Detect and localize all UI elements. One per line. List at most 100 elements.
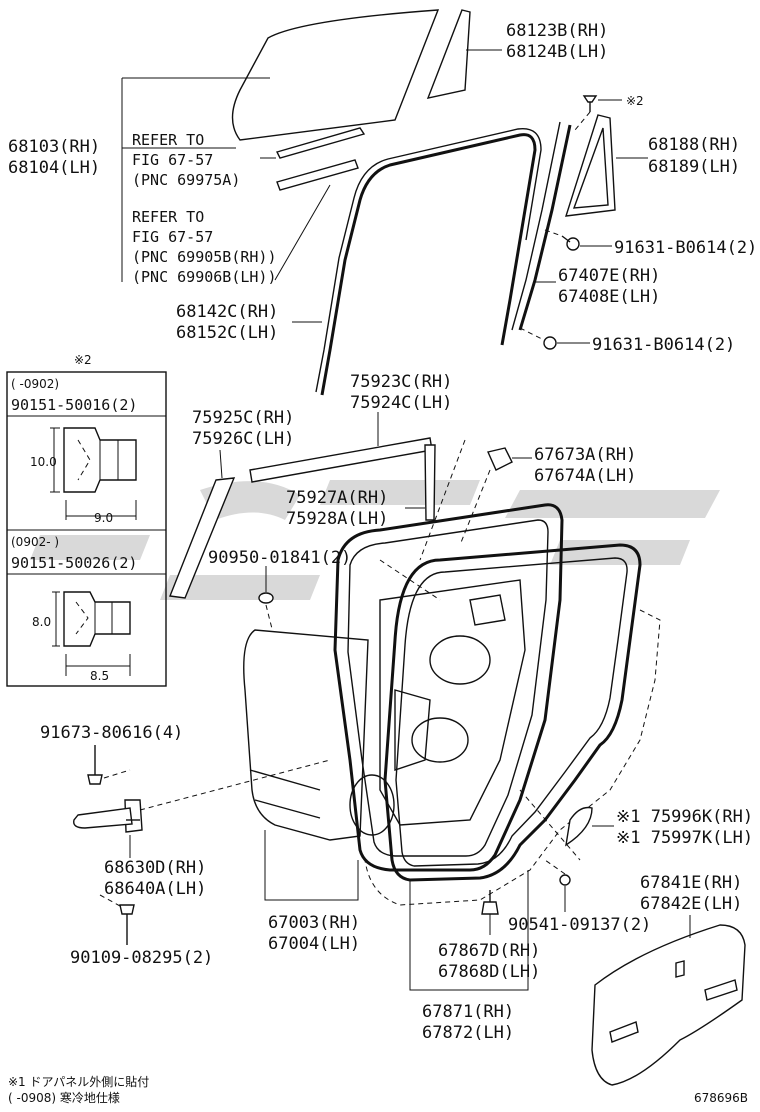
refer1-line3: (PNC 69975A) — [132, 171, 240, 189]
glass-channel-upper — [275, 127, 366, 159]
inset-dim2-h: 8.0 — [32, 615, 51, 629]
label-68104: 68104(LH) — [8, 158, 100, 178]
bolt-icon-91631-lower — [519, 327, 590, 350]
label-91673: 91673-80616(4) — [40, 723, 183, 743]
label-75996: ※1 75996K(RH) — [616, 807, 753, 827]
label-67408: 67408E(LH) — [558, 287, 660, 307]
glass-run-channel — [320, 133, 537, 396]
label-67868: 67868D(LH) — [438, 962, 540, 982]
inset-part1: 90151-50016(2) — [11, 396, 137, 414]
leader-75925 — [219, 449, 223, 479]
corner-garnish — [565, 114, 616, 217]
door-weatherstrip-outer — [383, 543, 642, 882]
cover-slots — [609, 960, 738, 1043]
label-67674: 67674A(LH) — [534, 466, 636, 486]
label-75928: 75928A(LH) — [286, 509, 388, 529]
label-68630: 68630D(RH) — [104, 858, 206, 878]
refer1-line1: REFER TO — [132, 131, 204, 149]
inset-range2: (0902- ) — [11, 535, 59, 549]
belt-line-dashed — [379, 439, 581, 861]
label-75926: 75926C(LH) — [192, 429, 294, 449]
corner-garnish-inner — [572, 127, 609, 209]
inset-star-label: ※2 — [74, 353, 92, 367]
door-frame-weatherstrip — [333, 503, 564, 872]
label-90950: 90950-01841(2) — [208, 548, 351, 568]
label-91631-upper: 91631-B0614(2) — [614, 238, 757, 258]
pillar-garnish-rear — [424, 444, 436, 521]
leader-67003 — [264, 830, 359, 901]
bolt-icon-91631-upper — [544, 229, 612, 251]
label-67867: 67867D(RH) — [438, 941, 540, 961]
footnote-line2: ( -0908) 寒冷地仕様 — [8, 1090, 120, 1105]
door-outline-dashed — [364, 609, 661, 906]
quarter-glass — [426, 9, 471, 99]
refer1-line2: FIG 67-57 — [132, 151, 213, 169]
label-75924: 75924C(LH) — [350, 393, 452, 413]
inset-part2: 90151-50026(2) — [11, 554, 137, 572]
refer2-line2: FIG 67-57 — [132, 228, 213, 246]
glass-channel-lower — [276, 159, 359, 191]
label-67871: 67871(RH) — [422, 1002, 514, 1022]
grommet-icon-90541 — [544, 859, 571, 912]
leader-refer2 — [274, 184, 331, 281]
label-68189: 68189(LH) — [648, 157, 740, 177]
screw-icon-star2 — [574, 95, 622, 131]
door-weatherstrip-outer-inner — [395, 557, 628, 867]
label-75923: 75923C(RH) — [350, 372, 452, 392]
glass-run-channel-inner — [315, 127, 542, 393]
door-frame-inner — [347, 519, 549, 857]
label-67003: 67003(RH) — [268, 913, 360, 933]
division-bar-edge — [511, 121, 561, 331]
door-inner-structure — [349, 579, 526, 836]
label-67872: 67872(LH) — [422, 1023, 514, 1043]
clip-icon-67867 — [481, 890, 499, 935]
door-glass — [231, 9, 440, 141]
inset-dim1-w: 9.0 — [94, 511, 113, 525]
figure-id: 678696B — [694, 1091, 748, 1105]
label-75997: ※1 75997K(LH) — [616, 828, 753, 848]
inset-dim1-h: 10.0 — [30, 455, 57, 469]
label-90109: 90109-08295(2) — [70, 948, 213, 968]
label-68142: 68142C(RH) — [176, 302, 278, 322]
label-68124: 68124B(LH) — [506, 42, 608, 62]
clip-drawing-1: 10.0 9.0 — [30, 427, 137, 525]
footnote-line1: ※1 ドアパネル外側に貼付 — [8, 1074, 149, 1089]
label-68152: 68152C(LH) — [176, 323, 278, 343]
door-panel-line — [249, 769, 321, 819]
inset-box — [6, 371, 167, 687]
label-68103: 68103(RH) — [8, 137, 100, 157]
leader-67871 — [409, 870, 529, 991]
label-75925: 75925C(RH) — [192, 408, 294, 428]
label-67407: 67407E(RH) — [558, 266, 660, 286]
label-68188: 68188(RH) — [648, 135, 740, 155]
inset-divider — [7, 415, 166, 575]
label-67673: 67673A(RH) — [534, 445, 636, 465]
label-91631-lower: 91631-B0614(2) — [592, 335, 735, 355]
clip-drawing-2: 8.0 8.5 — [32, 591, 131, 683]
refer2-line3: (PNC 69905B(RH)) — [132, 248, 277, 266]
inset-range1: ( -0902) — [11, 377, 59, 391]
label-68123: 68123B(RH) — [506, 21, 608, 41]
pillar-garnish-front — [169, 477, 236, 599]
label-67842: 67842E(LH) — [640, 894, 742, 914]
label-90541: 90541-09137(2) — [508, 915, 651, 935]
label-67004: 67004(LH) — [268, 934, 360, 954]
label-67841: 67841E(RH) — [640, 873, 742, 893]
door-outer-panel — [243, 629, 369, 841]
bolt-icon-91673 — [87, 745, 131, 785]
bolt-icon-90109 — [99, 894, 135, 945]
label-68640: 68640A(LH) — [104, 879, 206, 899]
refer2-line1: REFER TO — [132, 208, 204, 226]
division-bar — [518, 124, 572, 331]
leader-68103 — [121, 77, 270, 282]
service-hole-cover — [591, 924, 746, 1086]
label-75927: 75927A(RH) — [286, 488, 388, 508]
inset-dim2-w: 8.5 — [90, 669, 109, 683]
label-star2-top: ※2 — [626, 94, 644, 108]
bracket-icon-67673 — [459, 447, 532, 546]
hinge-icon-68630 — [73, 759, 331, 858]
refer2-line4: (PNC 69906B(LH)) — [132, 268, 277, 286]
protector-film — [565, 806, 593, 847]
